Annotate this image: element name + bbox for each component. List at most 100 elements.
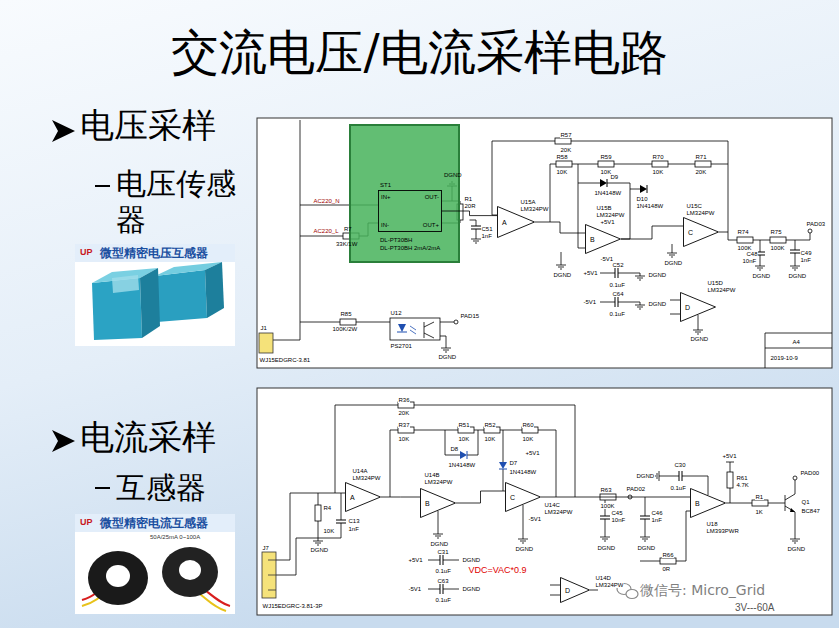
schematic-symbol	[679, 471, 682, 481]
current-transformer-photo	[162, 547, 218, 597]
schematic-symbol	[454, 320, 458, 324]
watermark-icon	[626, 590, 638, 599]
component-label: U15C	[686, 203, 702, 209]
component-label: U12	[390, 310, 402, 316]
component-label: 20K	[560, 147, 572, 153]
component-label: DGND	[430, 541, 449, 547]
component-label: LM324PW	[686, 210, 715, 216]
component-label: 1K	[755, 509, 763, 515]
component-label: LM393PWR	[706, 528, 739, 534]
unit-letter: C	[688, 229, 693, 236]
schematic-wire	[300, 120, 301, 340]
component-label: 0R	[662, 566, 671, 572]
schematic-symbol	[460, 451, 467, 459]
schematic-symbol	[655, 471, 662, 481]
component-label: R71	[695, 154, 707, 160]
opamp-outline	[684, 218, 719, 247]
schematic-symbol	[315, 505, 321, 521]
opamp-outline	[498, 207, 535, 238]
component-label: 10nF	[611, 517, 626, 523]
component-label: 1N4148W	[448, 462, 476, 468]
schematic-symbol	[598, 161, 614, 167]
schematic-symbol	[471, 226, 481, 229]
component-label: U15D	[707, 280, 723, 286]
schematic-symbol	[600, 516, 610, 519]
wire-connector	[535, 222, 585, 233]
schematic-wire	[662, 476, 708, 495]
component-label: 1N4148W	[509, 469, 537, 475]
schematic-symbol	[397, 332, 407, 333]
schematic-symbol	[770, 237, 786, 243]
component-label: R1	[755, 494, 764, 500]
opamp-outline	[561, 578, 590, 603]
component-label: +5V1	[525, 450, 540, 456]
opamp-triangle: D	[560, 577, 590, 603]
schematic-symbol	[615, 268, 618, 278]
schematic-panel	[257, 118, 832, 615]
schematic-symbol	[737, 237, 753, 243]
component-label: C49	[800, 250, 812, 256]
component-label: R7	[344, 226, 352, 232]
schematic-symbol	[259, 333, 273, 353]
component-label: LM324PW	[352, 475, 381, 481]
schematic-symbol	[752, 500, 768, 506]
opamp-triangle: A	[345, 482, 381, 512]
schematic-symbol	[433, 531, 443, 538]
schematic-wire	[290, 405, 345, 493]
component-label: -5V1	[528, 516, 542, 522]
unit-letter: A	[350, 494, 355, 501]
component-label: R75	[770, 229, 782, 235]
current-transformer-photo	[88, 551, 148, 605]
module-outline	[379, 191, 442, 232]
component-label: PS2701	[390, 343, 412, 349]
component-label: 0.1uF	[609, 282, 625, 288]
schematic-symbol	[340, 319, 356, 325]
component-label: D7	[509, 460, 518, 466]
bullet-dash	[95, 487, 110, 489]
schematic-symbol	[790, 250, 800, 253]
component-label: 4.7K	[736, 482, 749, 488]
component-label: R57	[560, 132, 572, 138]
component-label: DL-PT30BH 2mA/2mA	[380, 245, 440, 251]
schematic-symbol	[336, 520, 346, 523]
bullet-marker	[52, 120, 75, 452]
current-transformer-photo	[200, 594, 226, 611]
voltage-transformer-photo	[155, 270, 207, 322]
component-label: 100K	[770, 245, 785, 251]
current-transformer-photo	[75, 514, 235, 532]
component-label: R85	[340, 311, 352, 317]
component-label: +5V1	[600, 219, 615, 225]
unit-letter: A	[502, 219, 507, 226]
component-label: R37	[398, 422, 410, 428]
unit-letter: B	[695, 500, 700, 507]
opamp-triangle: A	[497, 206, 535, 238]
component-label: DGND	[515, 546, 534, 552]
opamp-triangle: C	[505, 482, 541, 512]
component-label: 20R	[464, 203, 476, 209]
component-label: C31	[437, 549, 449, 555]
schematic-symbol	[660, 558, 676, 564]
opamp-triangle: B	[420, 488, 456, 518]
schematic-symbol	[268, 560, 276, 590]
component-label: 20K	[695, 169, 707, 175]
pin-name: OUT+	[423, 222, 439, 228]
schematic-symbol	[808, 229, 812, 233]
schematic-symbol	[313, 538, 323, 545]
schematic-wire	[640, 511, 690, 561]
schematic-symbol	[726, 462, 734, 466]
schematic-symbol	[441, 345, 451, 352]
opamp-outline	[681, 293, 716, 322]
wire-connector	[621, 226, 683, 239]
net-label: AC220_L	[313, 228, 339, 234]
component-label: DGND	[310, 547, 329, 553]
schematic-symbol	[755, 263, 765, 270]
component-label: C45	[611, 510, 623, 516]
component-label: DGND	[462, 586, 481, 592]
component-label: R36	[398, 397, 410, 403]
schematic-wire	[335, 405, 575, 497]
brand-logo: UP	[80, 518, 93, 527]
schematic-wire	[445, 430, 478, 455]
component-label: DGND	[690, 336, 709, 342]
component-label: J1	[260, 325, 267, 331]
pin-name: IN+	[381, 194, 391, 200]
